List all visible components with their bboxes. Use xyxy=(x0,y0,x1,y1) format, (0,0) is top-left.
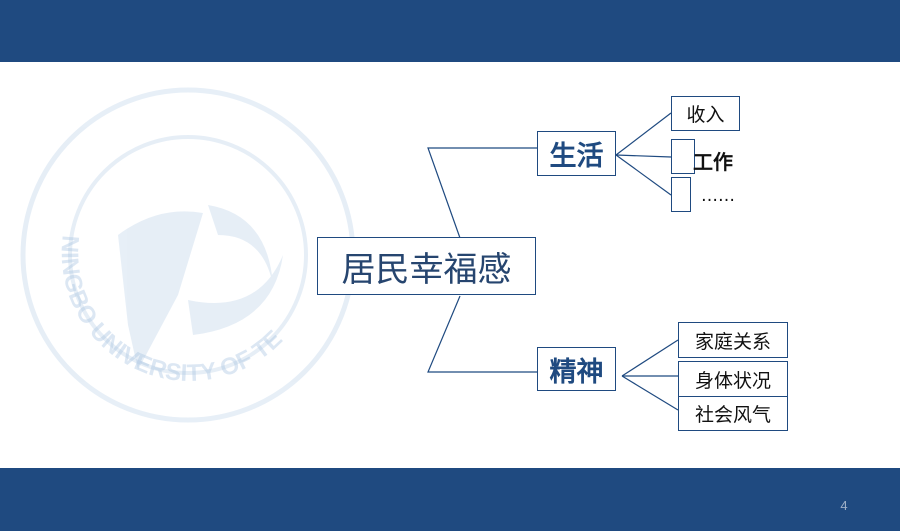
leaf-node-more-label: …… xyxy=(701,186,735,206)
leaf-node-social: 社会风气 xyxy=(678,396,788,431)
root-node: 居民幸福感 xyxy=(317,237,536,295)
branch-node-life: 生活 xyxy=(537,131,616,176)
branch-node-spirit: 精神 xyxy=(537,347,616,391)
header-bar xyxy=(0,0,900,62)
footer-bar xyxy=(0,468,900,531)
leaf-node-health: 身体状况 xyxy=(678,361,788,397)
page-number: 4 xyxy=(840,498,848,513)
leaf-node-family: 家庭关系 xyxy=(678,322,788,358)
leaf-node-work-box xyxy=(671,139,695,174)
leaf-node-work-label: 工作 xyxy=(693,150,733,174)
leaf-node-more-box xyxy=(671,177,691,212)
leaf-node-income: 收入 xyxy=(671,96,740,131)
university-seal-icon: NINGBO UNIVERSITY OF TECHNOLOGY xyxy=(18,85,356,423)
